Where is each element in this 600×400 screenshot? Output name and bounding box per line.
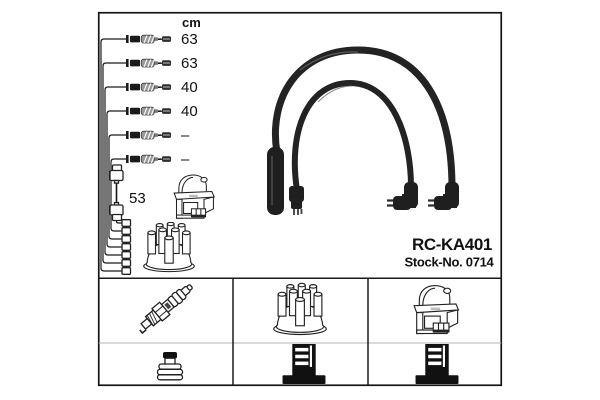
lead-length: – <box>181 127 190 144</box>
ignition-coil-icon <box>413 285 460 335</box>
cable-row: – <box>110 151 190 232</box>
cable-row: 40 <box>106 103 198 248</box>
cable-short <box>291 79 414 193</box>
cable-length-table: cm 63 63 40 40 – – <box>100 15 215 275</box>
cable-long <box>272 46 456 192</box>
stock-number: Stock-No. 0714 <box>404 255 494 270</box>
coil-wire-length: 53 <box>129 190 146 207</box>
coil-wire: 53 <box>109 164 146 224</box>
cable-row: 40 <box>104 79 198 256</box>
ignition-lead-icon <box>126 34 172 44</box>
part-number: RC-KA401 <box>412 235 492 254</box>
lead-length: 40 <box>181 79 198 96</box>
lead-length: 63 <box>181 55 198 72</box>
angled-boot <box>428 182 459 210</box>
ignition-lead-icon <box>126 82 172 92</box>
angled-boot <box>387 182 418 210</box>
straight-boot <box>267 147 284 215</box>
coil-tower-terminal-icon <box>415 344 459 385</box>
ignition-lead-icon <box>126 58 172 68</box>
frame <box>97 11 503 387</box>
coil-tower-terminal-icon <box>282 344 326 385</box>
lead-length: 40 <box>181 103 198 120</box>
lead-terminals <box>121 219 132 275</box>
lead-length: – <box>181 151 190 168</box>
distributor-cap-icon <box>273 282 327 336</box>
ignition-lead-icon <box>126 106 172 116</box>
cable-row: 63 <box>100 31 198 272</box>
ignition-coil-icon <box>173 174 215 219</box>
ignition-cables-photo <box>267 46 459 215</box>
ignition-lead-icon <box>126 154 172 164</box>
outer-border <box>97 11 503 387</box>
ignition-lead-icon <box>126 130 172 140</box>
distributor-cap-icon <box>143 222 195 273</box>
cable-row: – <box>108 127 190 240</box>
plug-connector <box>289 186 304 215</box>
spark-plug-icon <box>139 284 193 335</box>
lead-length: 63 <box>181 31 198 48</box>
unit-header: cm <box>182 15 201 30</box>
plug-terminal-nut-icon <box>156 352 184 381</box>
bottom-component-table <box>139 282 460 385</box>
cable-row: 63 <box>102 55 198 264</box>
